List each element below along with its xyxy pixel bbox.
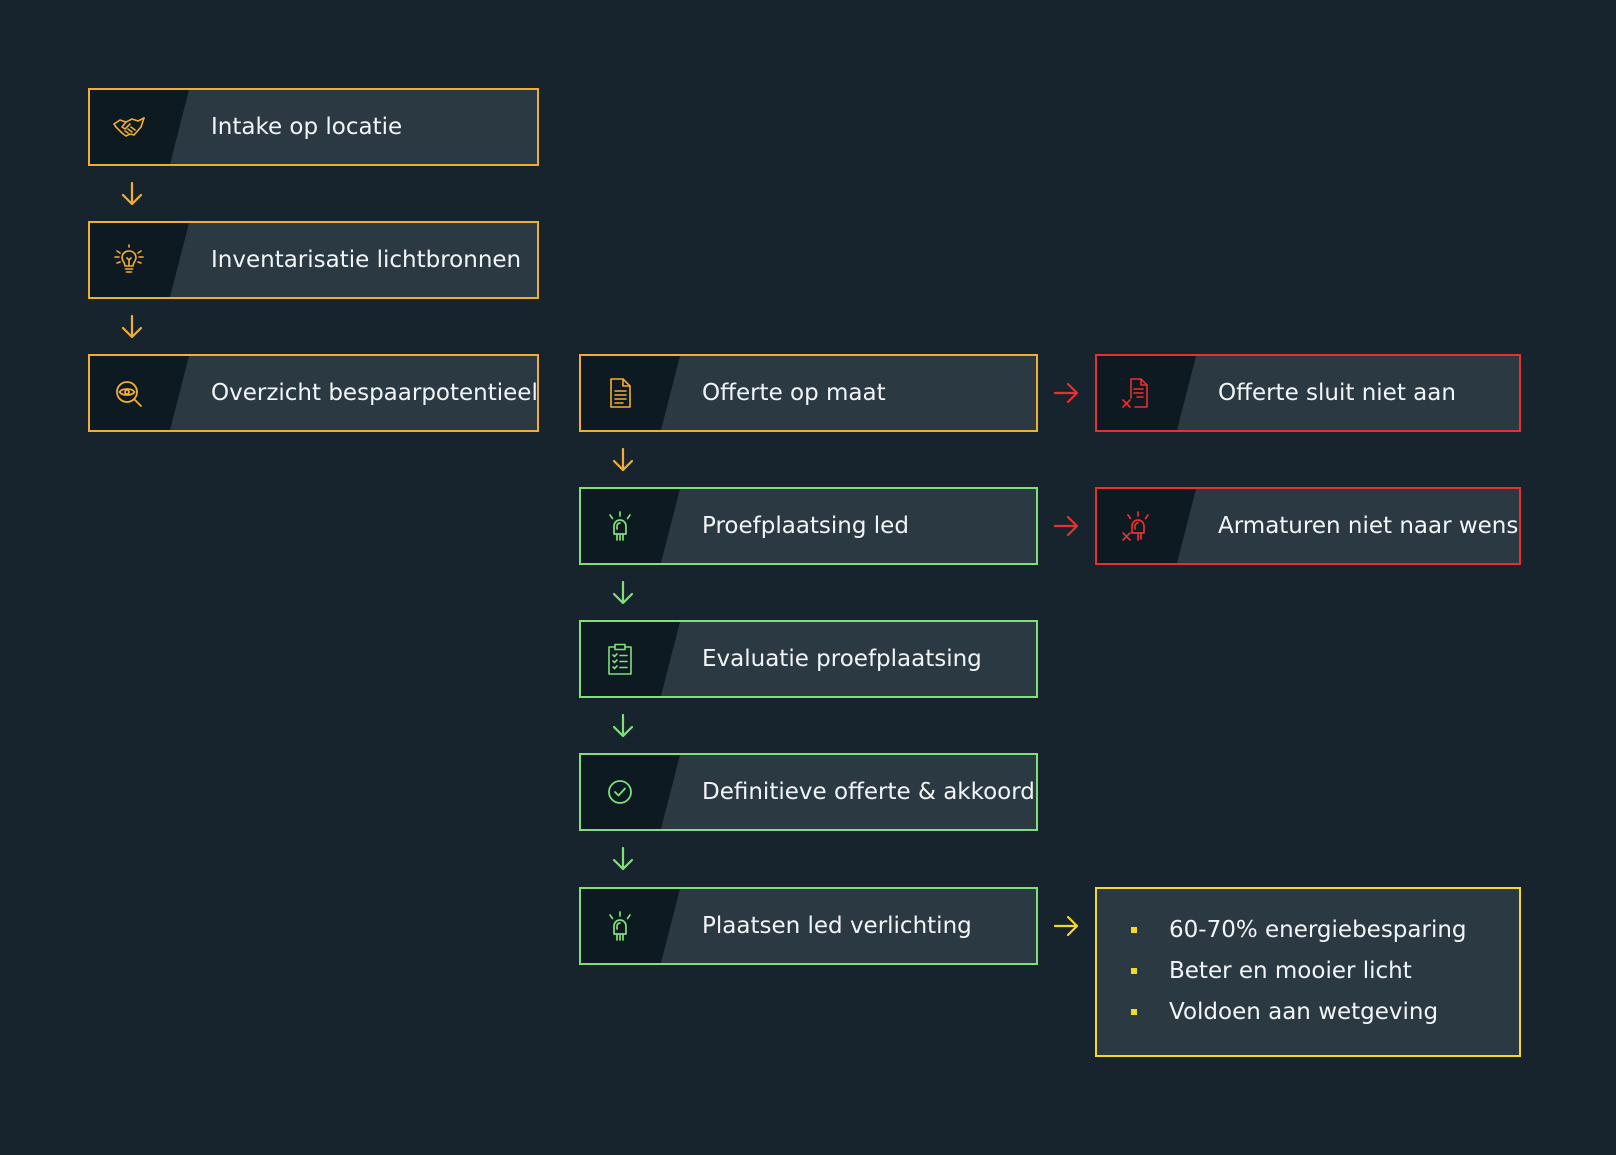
document-icon	[610, 378, 631, 408]
step-label: Armaturen niet naar wens	[1218, 513, 1519, 539]
result-box: 60-70% energiebesparing Beter en mooier …	[1095, 887, 1521, 1057]
arrow-down-icon	[612, 713, 634, 738]
step-armaturen-niet: Armaturen niet naar wens	[1095, 487, 1521, 565]
step-label: Overzicht bespaarpotentieel	[211, 380, 538, 406]
bullet-icon	[1131, 927, 1137, 933]
step-label: Proefplaatsing led	[702, 513, 909, 539]
document-rejected-icon	[1122, 378, 1148, 408]
arrow-down-icon	[612, 447, 634, 472]
step-definitief: Definitieve offerte & akkoord	[579, 753, 1038, 831]
arrow-down-icon	[612, 846, 634, 871]
step-label: Definitieve offerte & akkoord	[702, 779, 1035, 805]
bullet-icon	[1131, 1009, 1137, 1015]
step-label: Offerte op maat	[702, 380, 886, 406]
bullet-icon	[1131, 968, 1137, 974]
step-offerte: Offerte op maat	[579, 354, 1038, 432]
eye-magnifier-icon	[116, 381, 142, 407]
arrow-right-icon	[1053, 915, 1079, 937]
led-lamp-icon	[609, 911, 631, 941]
result-list: 60-70% energiebesparing Beter en mooier …	[1097, 889, 1519, 1038]
led-lamp-icon	[609, 511, 631, 541]
step-offerte-niet: Offerte sluit niet aan	[1095, 354, 1521, 432]
arrow-down-icon	[612, 580, 634, 605]
check-circle-icon	[608, 780, 632, 804]
step-label: Inventarisatie lichtbronnen	[211, 247, 522, 273]
step-plaatsen: Plaatsen led verlichting	[579, 887, 1038, 965]
step-label: Plaatsen led verlichting	[702, 913, 972, 939]
result-item: Beter en mooier licht	[1131, 956, 1519, 997]
result-item: Voldoen aan wetgeving	[1131, 997, 1519, 1038]
step-label: Intake op locatie	[211, 114, 403, 140]
result-item: 60-70% energiebesparing	[1131, 915, 1519, 956]
step-label: Offerte sluit niet aan	[1218, 380, 1456, 406]
arrow-down-icon	[121, 181, 143, 206]
clipboard-checklist-icon	[608, 643, 632, 675]
arrow-right-icon	[1053, 382, 1079, 404]
step-intake: Intake op locatie	[88, 88, 539, 166]
arrow-down-icon	[121, 314, 143, 339]
step-overzicht: Overzicht bespaarpotentieel	[88, 354, 539, 432]
lightbulb-icon	[114, 244, 144, 273]
handshake-icon	[113, 117, 145, 137]
arrow-right-icon	[1053, 515, 1079, 537]
step-label: Evaluatie proefplaatsing	[702, 646, 982, 672]
step-inventarisatie: Inventarisatie lichtbronnen	[88, 221, 539, 299]
led-lamp-rejected-icon	[1122, 511, 1149, 541]
step-evaluatie: Evaluatie proefplaatsing	[579, 620, 1038, 698]
step-proefplaatsing: Proefplaatsing led	[579, 487, 1038, 565]
